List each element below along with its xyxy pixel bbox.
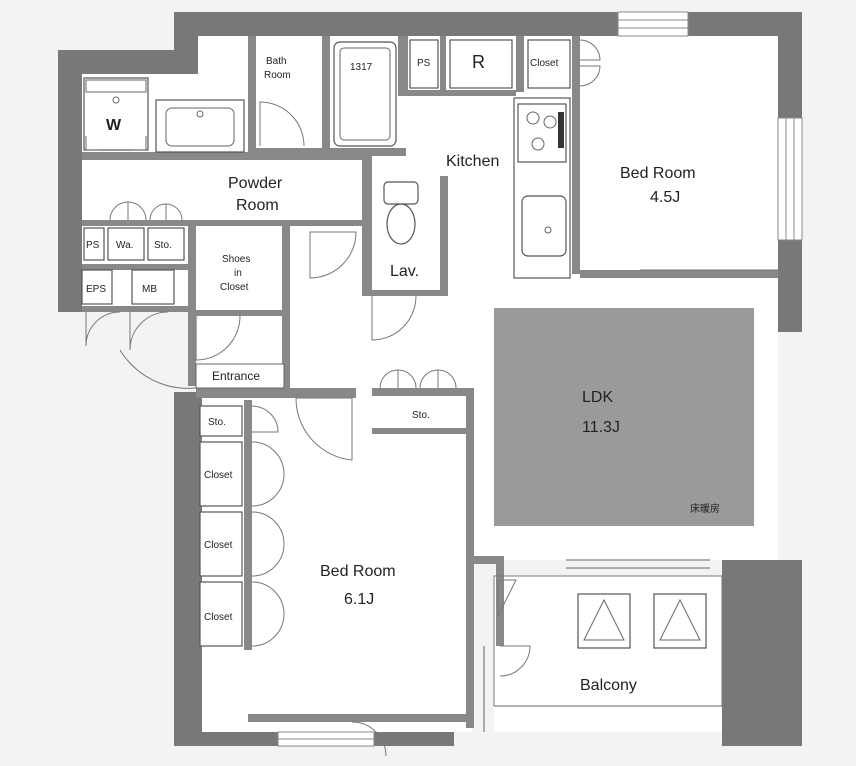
vanity-sink-icon (155, 99, 245, 153)
bathtub-icon (333, 41, 397, 147)
entrance: Entrance (119, 231, 357, 389)
balcony-label: Balcony (580, 677, 637, 694)
lavatory: Lav. (383, 181, 419, 280)
bath-room-label-1: Bath (266, 56, 287, 67)
ldk-floor-heating-zone (494, 308, 754, 526)
kitchen: Kitchen (371, 97, 571, 341)
powder-room-label-1: Powder (228, 175, 283, 192)
ps-left-label: PS (86, 240, 100, 251)
entrance-label: Entrance (212, 369, 260, 383)
ldk-area: 11.3J (582, 419, 620, 436)
powder-room: Powder Room (109, 175, 283, 221)
unit-bath-code: 1317 (350, 62, 373, 73)
washer-icon (83, 77, 149, 151)
windows (277, 11, 803, 747)
eps-label: EPS (86, 284, 106, 295)
washer-label: W (106, 117, 122, 134)
bedroom-large: Bed Room 6.1J (295, 397, 396, 757)
balcony: Balcony (483, 575, 723, 732)
bedroom-small-area: 4.5J (650, 189, 680, 206)
toilet-bowl-icon (386, 203, 416, 245)
shoes-label-2: in (234, 268, 242, 279)
ps-top-label: PS (417, 58, 431, 69)
closet-3-label: Closet (204, 612, 233, 623)
ac-unit-icon (653, 593, 707, 649)
shoes-label-3: Closet (220, 282, 249, 293)
shoes-label-1: Shoes (222, 254, 250, 265)
sink-icon (521, 195, 567, 257)
ldk: LDK 11.3J 床暖房 (494, 308, 754, 569)
sto-powder-label: Sto. (154, 240, 172, 251)
closet-top-label: Closet (530, 58, 559, 69)
lav-label: Lav. (390, 263, 419, 280)
bedroom-large-area: 6.1J (344, 591, 374, 608)
sto-left-label: Sto. (208, 417, 226, 428)
bedroom-large-label: Bed Room (320, 563, 396, 580)
bath-room: Bath Room 1317 (259, 41, 397, 147)
bedroom-small: Bed Room 4.5J (620, 165, 778, 271)
top-storage: PS R Closet (409, 39, 601, 89)
kitchen-label: Kitchen (446, 153, 499, 170)
utility-row: PS Wa. Sto. (83, 227, 185, 261)
ldk-label: LDK (582, 389, 613, 406)
toilet-tank-icon (383, 181, 419, 205)
powder-room-label-2: Room (236, 197, 279, 214)
refrigerator-label: R (472, 52, 485, 72)
shoes-in-closet: Shoes in Closet (195, 254, 250, 361)
eps-mb: EPS MB (81, 269, 175, 351)
wa-label: Wa. (116, 240, 133, 251)
mb-label: MB (142, 284, 157, 295)
floor-heating-label: 床暖房 (690, 502, 720, 515)
ac-unit-icon (577, 593, 631, 649)
bath-room-label-2: Room (264, 70, 291, 81)
closet-1-label: Closet (204, 470, 233, 481)
closet-2-label: Closet (204, 540, 233, 551)
sto-hall-label: Sto. (412, 410, 430, 421)
interior-walls (82, 36, 778, 728)
washer-area: W (83, 77, 245, 153)
left-closets: Sto. Closet Closet Closet (199, 405, 285, 647)
hall-storage: Sto. (379, 369, 457, 421)
bedroom-small-label: Bed Room (620, 165, 696, 182)
